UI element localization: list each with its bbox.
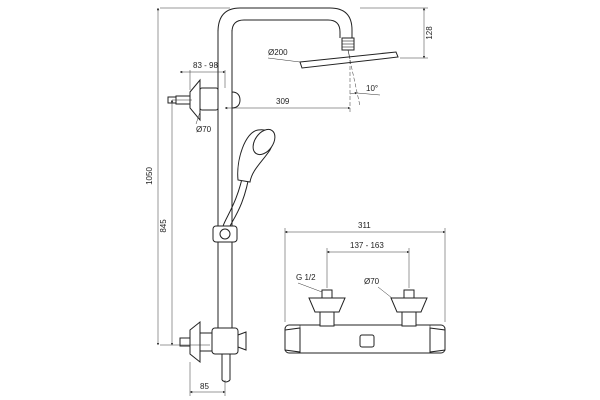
dimension-labels-left: 1050 845 128 Ø200 83 - 98 309 10° Ø70 85 [145, 26, 434, 391]
label-inlet-flange: Ø70 [364, 277, 380, 286]
thermostatic-mixer [284, 289, 446, 354]
label-thread: G 1/2 [296, 273, 316, 282]
label-845: 845 [159, 219, 168, 233]
shower-column [217, 7, 355, 345]
label-mixer-offset: 85 [200, 382, 209, 391]
hand-shower [212, 128, 276, 243]
label-flange-diameter: Ø70 [196, 125, 212, 134]
label-tilt-angle: 10° [366, 84, 378, 93]
label-inlet-spacing: 137 - 163 [350, 241, 384, 250]
label-arm-reach: 309 [276, 97, 290, 106]
dimension-lines-left [156, 7, 428, 396]
shower-head [299, 49, 399, 112]
label-1050: 1050 [145, 167, 154, 185]
dimension-labels-right: 311 137 - 163 G 1/2 Ø70 [296, 221, 384, 286]
label-wall-offset: 83 - 98 [193, 61, 218, 70]
label-head-diameter: Ø200 [268, 48, 288, 57]
label-128: 128 [425, 26, 434, 40]
label-mixer-width: 311 [358, 221, 371, 230]
bottom-mixer-side [179, 320, 247, 383]
dimension-lines-right [284, 228, 446, 322]
